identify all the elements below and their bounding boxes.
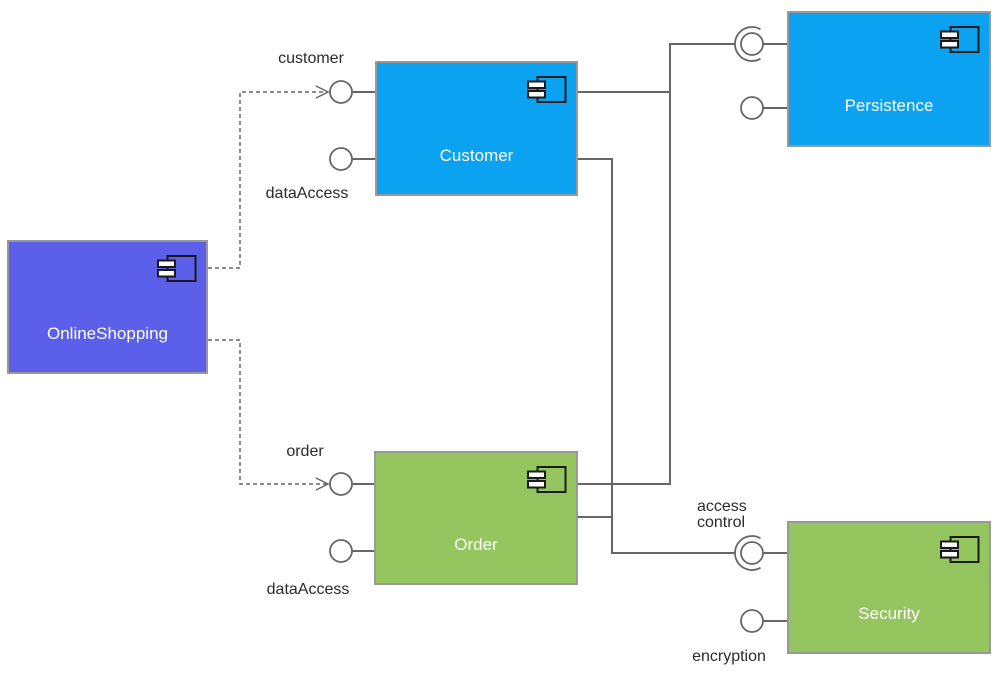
component-icon (157, 255, 197, 282)
component-icon (940, 26, 980, 53)
dependency-arrowhead-order (315, 477, 330, 491)
dependency-line-order (208, 339, 326, 485)
component-icon (527, 466, 567, 493)
provided-interface-ball-persistence-top (740, 32, 764, 56)
component-icon (527, 76, 567, 103)
provided-interface-ball-customer-dataaccess (329, 147, 353, 171)
assembly-connector-persistence (578, 43, 735, 485)
interface-label-customer: customer (278, 50, 344, 67)
interface-label-encryption: encryption (692, 648, 766, 665)
component-label-persistence: Persistence (844, 96, 934, 116)
component-box-onlineshopping: OnlineShopping (7, 240, 208, 374)
provided-interface-ball-persistence-bottom (740, 96, 764, 120)
provided-interface-ball-security-encryption (740, 609, 764, 633)
component-label-onlineshopping: OnlineShopping (47, 323, 168, 343)
required-socket-persistence (734, 26, 761, 62)
component-box-security: Security (787, 521, 991, 654)
provided-interface-ball-security-access-control (740, 541, 764, 565)
dependency-arrowhead-customer (315, 85, 330, 99)
component-label-order: Order (454, 534, 498, 554)
interface-label-access-control: access control (697, 498, 747, 531)
component-box-customer: Customer (375, 61, 578, 196)
component-icon (940, 536, 980, 563)
required-socket-security-access-control (734, 535, 761, 571)
component-label-security: Security (858, 604, 920, 624)
provided-interface-ball-customer (329, 80, 353, 104)
interface-label-order-dataaccess: dataAccess (266, 581, 350, 598)
interface-label-order: order (286, 443, 324, 460)
provided-interface-ball-order-dataaccess (329, 539, 353, 563)
interface-label-customer-dataaccess: dataAccess (265, 185, 349, 202)
component-box-persistence: Persistence (787, 11, 991, 147)
assembly-connector-security (578, 158, 735, 554)
provided-interface-ball-order (329, 472, 353, 496)
component-label-customer: Customer (439, 145, 514, 165)
component-box-order: Order (374, 451, 578, 585)
dependency-line-customer (208, 91, 326, 269)
